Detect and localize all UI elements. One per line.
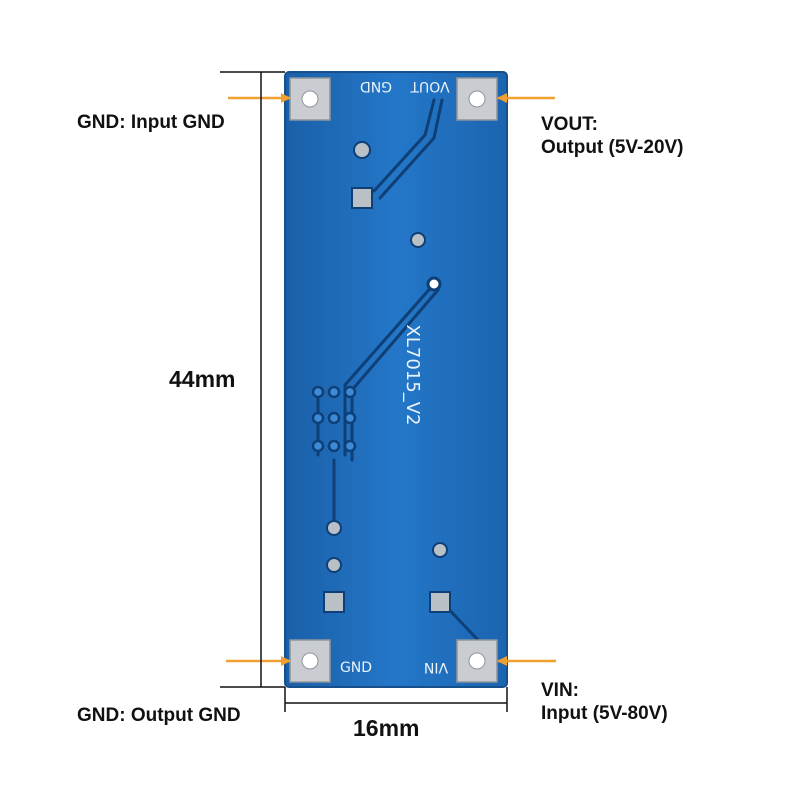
gnd-output-label: GND: Output GND: [77, 705, 241, 726]
vout-title-label: VOUT:: [541, 114, 598, 135]
silk-board-name: XL7015_V2: [402, 325, 423, 426]
vin-title-label: VIN:: [541, 680, 579, 701]
silk-top-gnd: GND: [360, 78, 392, 94]
silk-top-vout: VOUT: [410, 78, 450, 94]
vin-range-label: Input (5V-80V): [541, 703, 668, 724]
height-dimension-label: 44mm: [169, 366, 236, 392]
pointer-arrows: [226, 93, 556, 666]
vias-and-pads: [311, 141, 451, 613]
silk-bottom-vin: VIN: [424, 659, 448, 675]
corner-pads: [289, 77, 498, 683]
silk-bottom-gnd: GND: [340, 660, 372, 676]
pcb-board: [284, 71, 508, 688]
dimension-lines: [220, 71, 508, 712]
width-dimension-label: 16mm: [353, 715, 420, 741]
gnd-input-label: GND: Input GND: [77, 112, 225, 133]
vout-range-label: Output (5V-20V): [541, 137, 684, 158]
